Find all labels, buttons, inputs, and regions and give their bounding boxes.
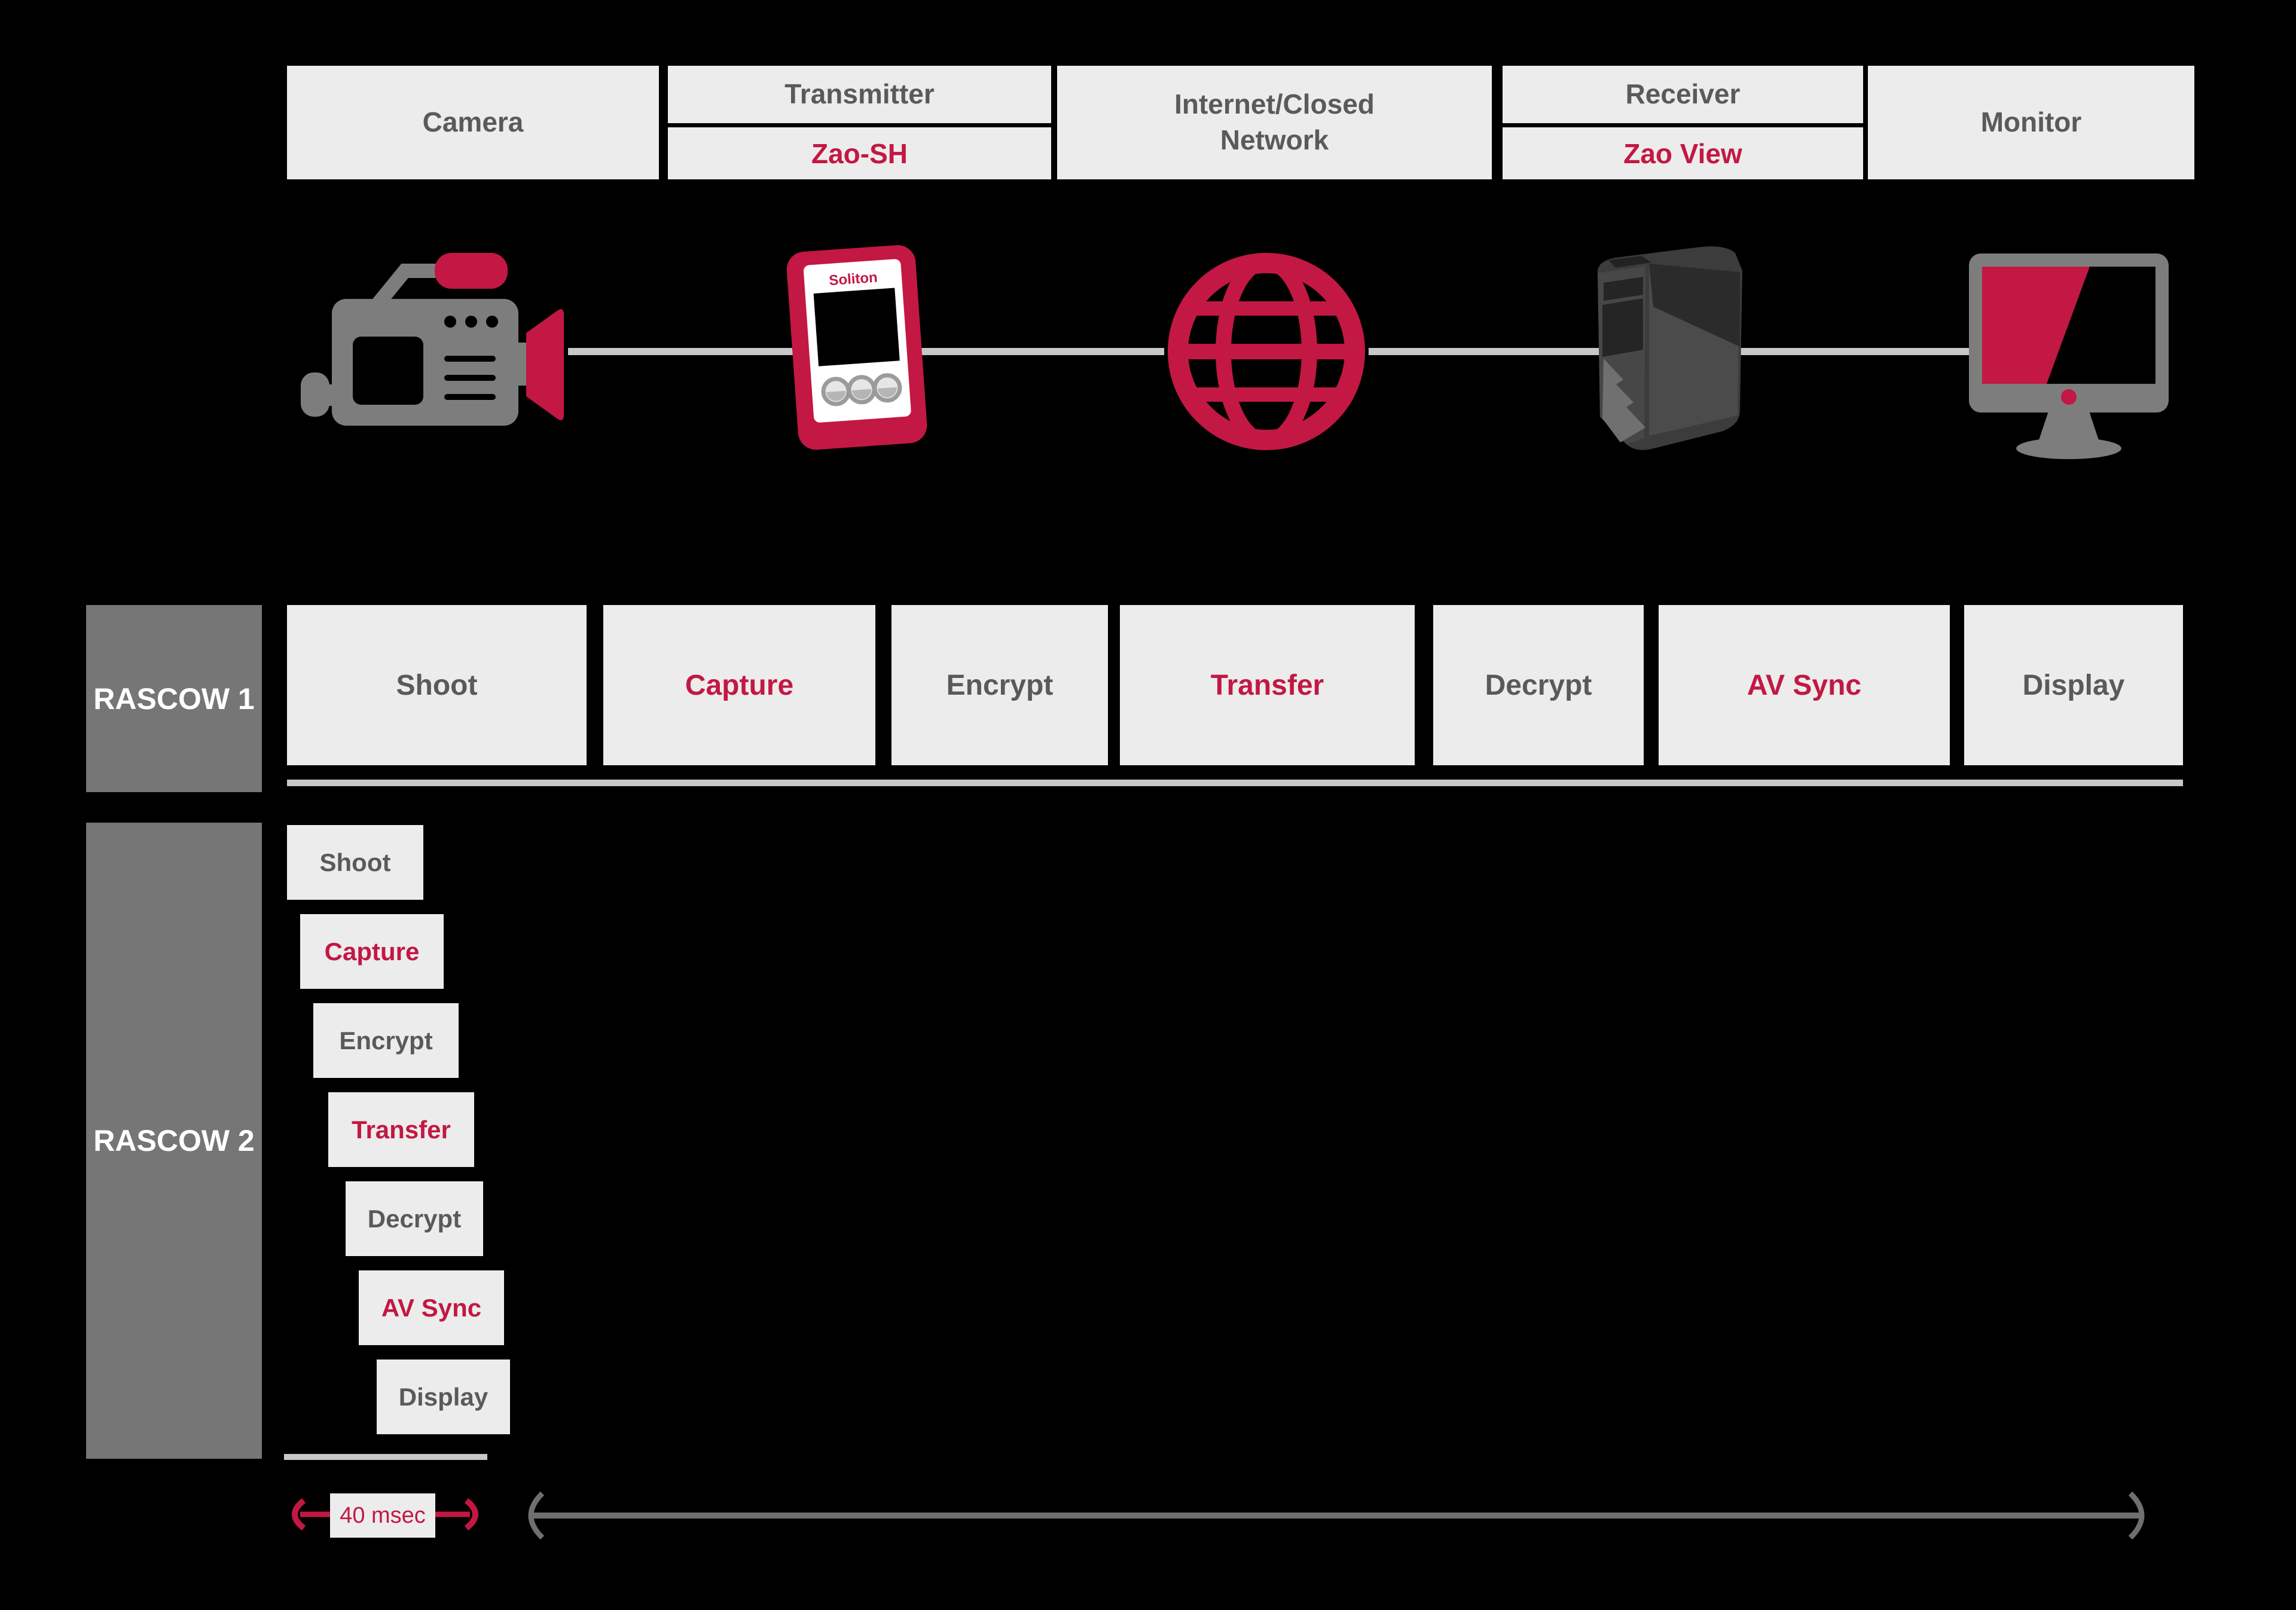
rascow1-stage-capture: Capture — [603, 605, 875, 765]
rascow2-stage-capture: Capture — [300, 914, 444, 989]
rascow2-label: RASCOW 2 — [93, 1124, 255, 1157]
stage-label: Transfer — [352, 1115, 451, 1144]
stage-label: AV Sync — [381, 1293, 482, 1322]
header-zao-sh-label: Zao-SH — [811, 138, 908, 169]
stage-label: AV Sync — [1747, 669, 1862, 701]
header-zao-view-label: Zao View — [1623, 138, 1742, 169]
receiver-pc-tower-icon — [1597, 246, 1742, 450]
stage-label: Encrypt — [946, 669, 1054, 701]
rascow1-timeline-bar — [287, 780, 2183, 786]
rascow2-stage-display: Display — [377, 1360, 510, 1434]
header-zao-sh: Zao-SH — [668, 127, 1051, 179]
rascow2-stage-encrypt: Encrypt — [313, 1003, 459, 1078]
stage-label: Transfer — [1210, 669, 1324, 701]
header-network-label: Internet/Closed Network — [1174, 88, 1375, 155]
transmitter-device-icon: Soliton — [786, 245, 927, 450]
rascow1-stage-display: Display — [1964, 605, 2183, 765]
video-camera-icon — [301, 253, 564, 426]
latency-span-arrow — [528, 1492, 2145, 1539]
rascow1-stage-avsync: AV Sync — [1659, 605, 1950, 765]
rascow1-label: RASCOW 1 — [93, 682, 255, 716]
stage-label: Decrypt — [367, 1204, 462, 1233]
header-camera: Camera — [287, 66, 659, 179]
frame-interval-label-box: 40 msec — [330, 1493, 435, 1538]
stage-label: Shoot — [319, 848, 391, 876]
rascow2-stage-transfer: Transfer — [328, 1092, 474, 1167]
monitor-icon — [1969, 253, 2169, 459]
stage-label: Display — [398, 1382, 488, 1411]
stage-label: Display — [2022, 669, 2125, 701]
rascow2-stage-decrypt: Decrypt — [346, 1181, 483, 1256]
header-network: Internet/Closed Network — [1057, 66, 1492, 179]
header-transmitter-label: Transmitter — [784, 78, 935, 110]
stage-label: Shoot — [396, 669, 478, 701]
rascow1-label-box: RASCOW 1 — [86, 605, 262, 792]
stage-label: Capture — [324, 937, 420, 966]
rascow1-stage-transfer: Transfer — [1120, 605, 1415, 765]
frame-interval-label: 40 msec — [340, 1502, 426, 1528]
internet-globe-icon — [1164, 249, 1369, 454]
header-monitor-label: Monitor — [1980, 106, 2082, 138]
header-camera-label: Camera — [422, 106, 524, 138]
header-zao-view: Zao View — [1503, 127, 1863, 179]
rascow1-stage-shoot: Shoot — [287, 605, 587, 765]
rascow2-label-box: RASCOW 2 — [86, 823, 262, 1459]
header-monitor: Monitor — [1868, 66, 2194, 179]
header-receiver: Receiver — [1503, 66, 1863, 123]
header-receiver-label: Receiver — [1625, 78, 1741, 110]
device-logo-text: Soliton — [829, 269, 878, 289]
stage-label: Decrypt — [1485, 669, 1592, 701]
stage-label: Encrypt — [339, 1026, 433, 1055]
rascow1-stage-decrypt: Decrypt — [1433, 605, 1644, 765]
rascow1-stage-encrypt: Encrypt — [891, 605, 1108, 765]
rascow2-stage-shoot: Shoot — [287, 825, 423, 900]
header-transmitter: Transmitter — [668, 66, 1051, 123]
stage-label: Capture — [685, 669, 794, 701]
rascow2-stage-avsync: AV Sync — [359, 1270, 504, 1345]
rascow2-timeline-bar — [284, 1454, 487, 1460]
